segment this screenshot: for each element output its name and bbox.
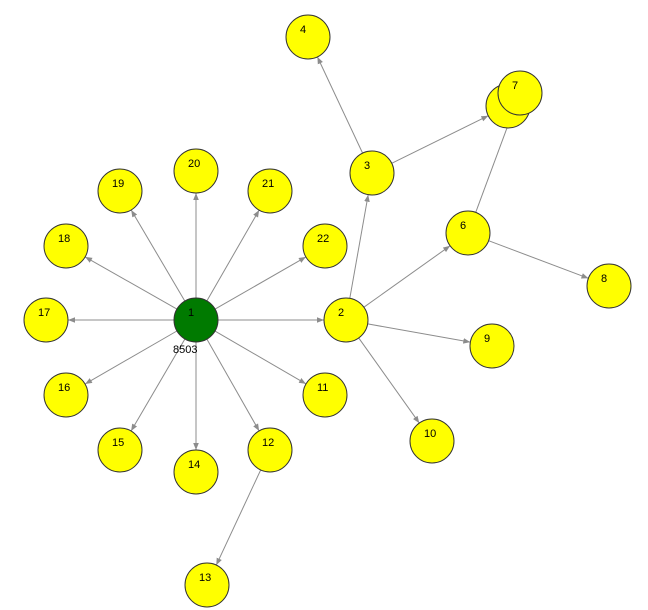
node-2-label: 2 [338,307,344,319]
node-16[interactable]: 16 [43,372,89,418]
node-16-label: 16 [58,382,70,394]
node-1[interactable]: 1 [173,297,219,343]
node-12[interactable]: 12 [247,427,293,473]
node-3[interactable]: 3 [349,150,395,196]
node-2[interactable]: 2 [323,297,369,343]
node-14-label: 14 [188,459,200,471]
edge-1-to-21 [206,209,260,302]
node-14[interactable]: 14 [173,449,219,495]
edge-1-to-18 [84,256,178,310]
node-13-circle[interactable] [184,562,230,608]
node-8-label: 8 [601,273,607,285]
node-12-circle[interactable] [247,427,293,473]
edge-6-to-7 [475,113,513,213]
node-21-circle[interactable] [247,168,293,214]
edge-2-to-6 [363,245,451,308]
node-12-label: 12 [262,437,274,449]
edge-6-to-8 [488,240,589,279]
node-7-label: 7 [512,80,518,92]
node-19-label: 19 [112,178,124,190]
node-19-circle[interactable] [97,168,143,214]
node-20[interactable]: 20 [173,148,219,194]
node-9-label: 9 [484,333,490,345]
node-9[interactable]: 9 [469,323,515,369]
node-22-circle[interactable] [302,223,348,269]
edge-1-to-22 [214,256,307,310]
node-11[interactable]: 11 [302,372,348,418]
node-22[interactable]: 22 [302,223,348,269]
node-3-label: 3 [364,160,370,172]
node-15[interactable]: 15 [97,427,143,473]
edge-3-to-5 [391,115,489,164]
node-13-label: 13 [199,572,211,584]
node-10[interactable]: 10 [409,418,455,464]
root-node-caption: 8503 [173,344,197,356]
edges-layer [68,56,589,566]
node-11-label: 11 [317,382,328,394]
nodes-layer: 12345678910111213141516171819202122 [23,14,632,608]
node-20-label: 20 [188,158,200,170]
edge-2-to-3 [349,194,370,299]
edge-1-to-19 [130,209,186,302]
node-6-circle[interactable] [445,210,491,256]
node-4[interactable]: 4 [285,14,331,60]
node-22-label: 22 [317,233,329,245]
node-18[interactable]: 18 [43,223,89,269]
edge-1-to-12 [206,338,260,432]
node-21[interactable]: 21 [247,168,293,214]
node-17[interactable]: 17 [23,297,69,343]
node-17-label: 17 [38,307,50,319]
node-10-circle[interactable] [409,418,455,464]
node-6[interactable]: 6 [445,210,491,256]
node-1-circle[interactable] [173,297,219,343]
node-11-circle[interactable] [302,372,348,418]
edge-3-to-4 [316,56,364,154]
node-17-circle[interactable] [23,297,69,343]
node-15-circle[interactable] [97,427,143,473]
edge-1-to-11 [214,330,307,385]
node-10-label: 10 [424,428,436,440]
node-16-circle[interactable] [43,372,89,418]
node-20-circle[interactable] [173,148,219,194]
node-18-circle[interactable] [43,223,89,269]
node-3-circle[interactable] [349,150,395,196]
edge-2-to-9 [367,323,471,344]
node-18-label: 18 [58,233,70,245]
node-13[interactable]: 13 [184,562,230,608]
node-8[interactable]: 8 [586,263,632,309]
node-2-circle[interactable] [323,297,369,343]
node-9-circle[interactable] [469,323,515,369]
node-14-circle[interactable] [173,449,219,495]
node-8-circle[interactable] [586,263,632,309]
edge-1-to-15 [130,338,186,432]
edge-12-to-13 [215,469,262,566]
node-7[interactable]: 7 [497,70,543,116]
node-1-label: 1 [188,307,194,319]
edge-2-to-10 [358,337,420,424]
node-21-label: 21 [262,178,274,190]
edge-1-to-16 [84,330,178,385]
node-4-label: 4 [300,24,306,36]
node-15-label: 15 [112,437,124,449]
node-7-circle[interactable] [497,70,543,116]
node-4-circle[interactable] [285,14,331,60]
node-19[interactable]: 19 [97,168,143,214]
node-6-label: 6 [460,220,466,232]
